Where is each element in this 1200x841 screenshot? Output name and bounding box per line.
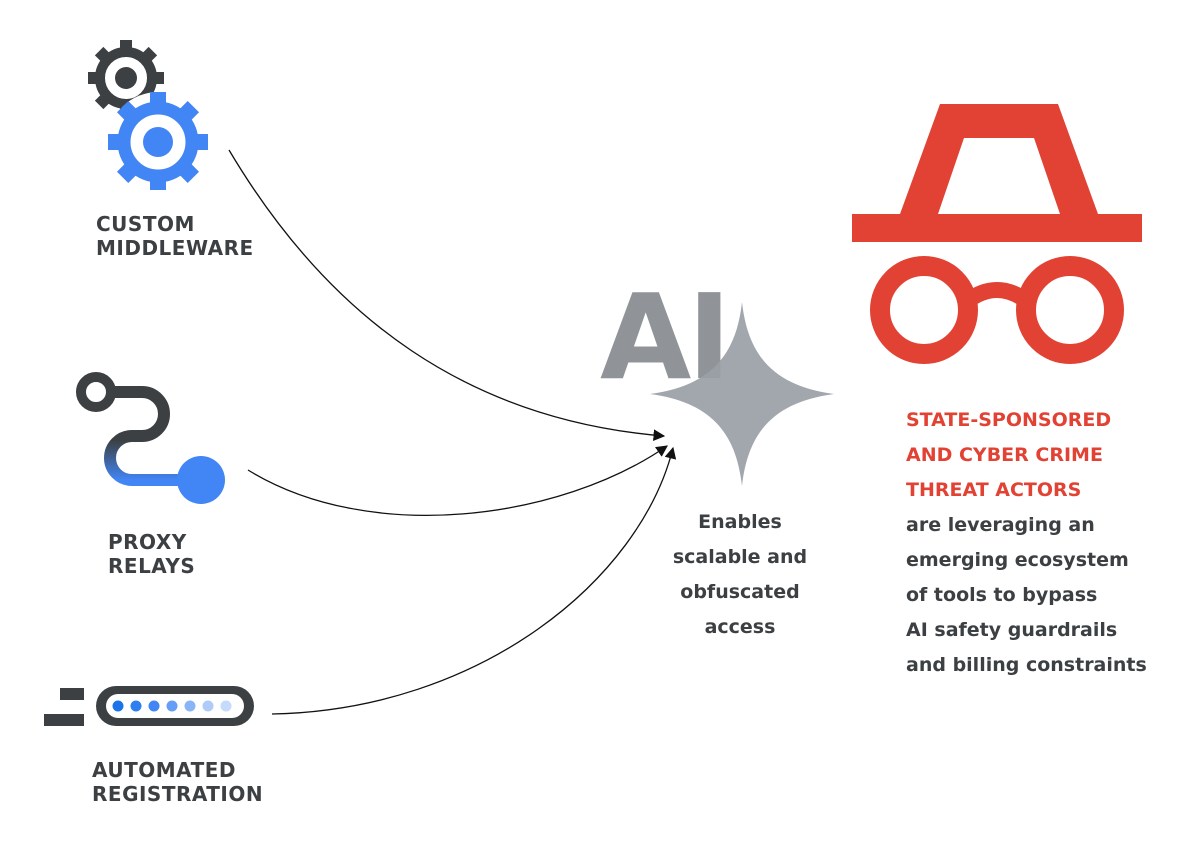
arrow-middleware <box>228 149 666 441</box>
actor-body-line: AI safety guardrails <box>906 619 1118 641</box>
label-line: PROXY <box>108 530 187 554</box>
source-label-registration: AUTOMATED REGISTRATION <box>92 758 263 806</box>
source-label-proxy: PROXY RELAYS <box>108 530 195 578</box>
actor-body-line: emerging ecosystem <box>906 549 1129 571</box>
center-description: Enables scalable and obfuscated access <box>640 505 840 645</box>
center-line: access <box>704 616 776 638</box>
center-line: scalable and <box>672 546 808 568</box>
center-line: obfuscated <box>680 581 800 603</box>
label-line: RELAYS <box>108 554 196 578</box>
actor-body-line: of tools to bypass <box>906 584 1098 606</box>
incognito-icon <box>852 104 1142 364</box>
actor-highlight-line: THREAT ACTORS <box>906 479 1082 501</box>
label-line: REGISTRATION <box>92 782 264 806</box>
actor-body-line: are leveraging an <box>906 514 1095 536</box>
actor-description: STATE-SPONSORED AND CYBER CRIME THREAT A… <box>906 403 1196 683</box>
arrow-proxy <box>247 445 668 516</box>
label-line: AUTOMATED <box>92 758 236 782</box>
source-label-middleware: CUSTOM MIDDLEWARE <box>96 212 254 260</box>
arrow-registration <box>271 446 677 715</box>
center-line: Enables <box>698 511 782 533</box>
progress-pill-icon <box>44 686 254 726</box>
gears-icon <box>88 40 208 190</box>
label-line: CUSTOM <box>96 212 195 236</box>
actor-highlight-line: STATE-SPONSORED <box>906 409 1112 431</box>
route-icon <box>76 372 225 504</box>
actor-body-line: and billing constraints <box>906 654 1147 676</box>
label-line: MIDDLEWARE <box>96 236 254 260</box>
actor-highlight-line: AND CYBER CRIME <box>906 444 1103 466</box>
sparkle-icon <box>650 302 834 486</box>
